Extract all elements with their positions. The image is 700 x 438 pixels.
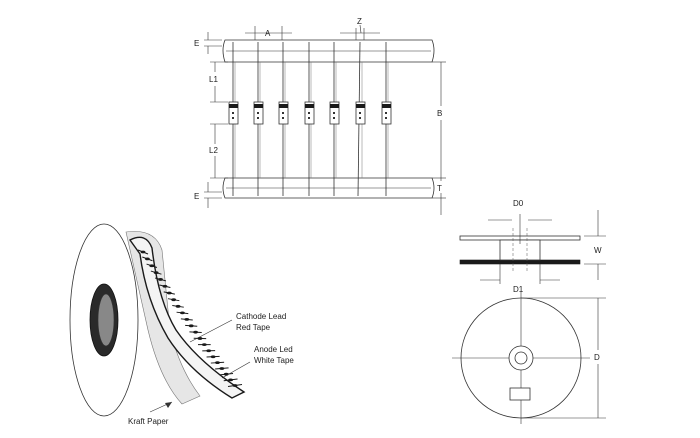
body-marking xyxy=(232,117,234,119)
body-marking xyxy=(257,117,259,119)
cathode-band xyxy=(330,104,339,108)
cathode-band xyxy=(229,104,238,108)
dim-label-z: Z xyxy=(357,17,362,26)
reel-component-body xyxy=(215,361,220,365)
body-marking xyxy=(385,112,387,114)
body-marking xyxy=(232,112,234,114)
reel-component-body xyxy=(140,250,146,254)
dim-label-d: D xyxy=(594,353,600,362)
axial-component xyxy=(381,42,392,196)
reel-side-view: D0 D1 W xyxy=(459,199,606,294)
body-marking xyxy=(359,112,361,114)
dim-label-l1: L1 xyxy=(209,75,218,84)
reel-arbor-hole xyxy=(514,351,528,365)
cathode-band xyxy=(382,104,391,108)
cathode-band xyxy=(305,104,314,108)
reel-component-body xyxy=(175,304,181,308)
reel-component-body xyxy=(144,257,150,261)
cathode-band xyxy=(279,104,288,108)
reel-component-body xyxy=(201,343,207,347)
label-white-tape: White Tape xyxy=(254,356,294,365)
body-marking xyxy=(333,117,335,119)
reel-hub-bore xyxy=(97,293,115,347)
reel-flange-bottom xyxy=(459,259,581,265)
reel-component-body xyxy=(162,284,168,288)
body-marking xyxy=(282,117,284,119)
reel-component-body xyxy=(180,311,185,315)
dim-label-l2: L2 xyxy=(209,146,218,155)
component-row xyxy=(228,41,392,197)
dim-label-e-top: E xyxy=(194,39,199,48)
reel-component-body xyxy=(171,298,177,302)
body-marking xyxy=(282,112,284,114)
body-marking xyxy=(359,117,361,119)
label-red-tape: Red Tape xyxy=(236,323,271,332)
axial-component xyxy=(253,42,264,196)
reel-component-body xyxy=(232,384,238,387)
dim-label-d1: D1 xyxy=(513,285,524,294)
axial-component xyxy=(278,42,289,196)
reel-component-body xyxy=(193,330,198,334)
dim-label-t: T xyxy=(437,184,442,193)
axial-component xyxy=(355,41,366,197)
reel-label-window xyxy=(509,387,531,401)
body-marking xyxy=(385,117,387,119)
axial-component xyxy=(304,42,315,196)
axial-component xyxy=(228,42,239,196)
dim-label-d0: D0 xyxy=(513,199,524,208)
reel-component-body xyxy=(166,291,172,295)
reel-lead-strips xyxy=(137,249,243,387)
cathode-band xyxy=(254,104,263,108)
tape-strip-view: E A Z L1 L2 B T xyxy=(194,17,446,215)
dim-label-w: W xyxy=(594,246,602,255)
reel-front-view: D xyxy=(452,292,606,424)
label-anode-led: Anode Led xyxy=(254,345,293,354)
dim-label-a: A xyxy=(265,29,271,38)
tape-band xyxy=(128,236,246,399)
body-marking xyxy=(333,112,335,114)
body-marking xyxy=(308,112,310,114)
reel-component-body xyxy=(149,264,155,268)
body-marking xyxy=(308,117,310,119)
label-kraft-paper: Kraft Paper xyxy=(128,417,169,426)
reel-component-body xyxy=(219,367,225,370)
reel-component-body xyxy=(223,372,229,376)
reel-perspective-view: Cathode Lead Red Tape Anode Led White Ta… xyxy=(69,223,294,426)
axial-component xyxy=(329,42,340,196)
dim-label-e-bottom: E xyxy=(194,192,199,201)
label-cathode-lead: Cathode Lead xyxy=(236,312,286,321)
reel-component-body xyxy=(228,378,234,382)
reel-component-body xyxy=(188,324,194,328)
reel-component-body xyxy=(158,278,163,281)
reel-component-body xyxy=(210,355,216,359)
dim-label-b: B xyxy=(437,109,442,118)
body-marking xyxy=(257,112,259,114)
reel-component-body xyxy=(184,318,190,321)
reel-component-body xyxy=(153,271,159,275)
cathode-band xyxy=(356,104,365,108)
reel-component-body xyxy=(206,349,212,353)
